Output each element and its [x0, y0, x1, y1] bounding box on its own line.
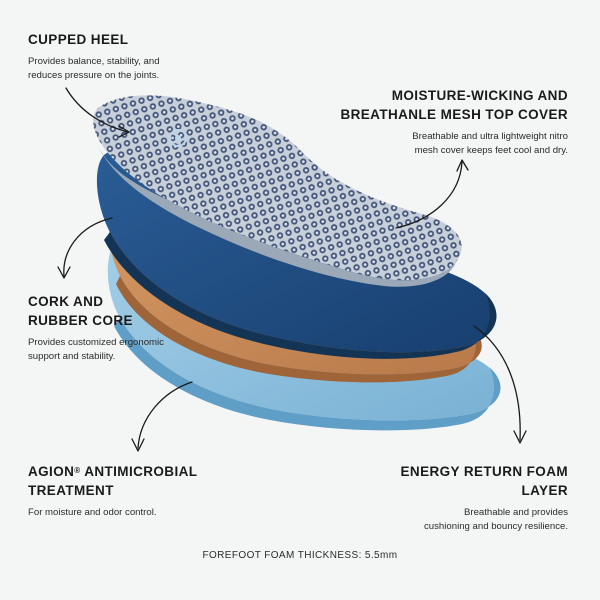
title-line: RUBBER CORE: [28, 313, 133, 328]
arrow-cork-core-icon: [57, 217, 113, 279]
description-line: mesh cover keeps feet cool and dry.: [414, 144, 568, 156]
arrow-cupped-heel-icon: [65, 87, 130, 138]
callout-cork-rubber-core: CORK AND RUBBER CORE Provides customized…: [28, 292, 228, 363]
arrow-agion-icon: [131, 381, 193, 452]
callout-title: ENERGY RETURN FOAM LAYER: [368, 462, 568, 500]
description-line: cushioning and bouncy resilience.: [424, 520, 568, 532]
callout-title: CUPPED HEEL: [28, 32, 129, 47]
callout-title: AGION® ANTIMICROBIAL TREATMENT: [28, 462, 228, 500]
callout-agion-treatment: AGION® ANTIMICROBIAL TREATMENT For moist…: [28, 462, 228, 520]
description-line: Breathable and provides: [463, 507, 568, 518]
callout-title: CORK AND RUBBER CORE: [28, 292, 228, 330]
description-line: Breathable and ultra lightweight nitro: [412, 131, 568, 142]
callout-cupped-heel: CUPPED HEEL Provides balance, stability,…: [28, 30, 218, 82]
callout-description: For moisture and odor control.: [28, 506, 228, 520]
arrow-energy-foam-icon: [473, 325, 527, 444]
callout-title: MOISTURE-WICKING AND BREATHANLE MESH TOP…: [328, 86, 568, 124]
description-line: support and stability.: [28, 350, 116, 362]
callout-description: Breathable and provides cushioning and b…: [368, 506, 568, 533]
registered-mark: ®: [74, 466, 81, 475]
title-line: ENERGY RETURN FOAM: [400, 464, 568, 479]
brand-logo-icon: [169, 129, 187, 147]
callout-energy-return-foam: ENERGY RETURN FOAM LAYER Breathable and …: [368, 462, 568, 533]
title-suffix: ANTIMICROBIAL: [80, 464, 198, 479]
title-line: TREATMENT: [28, 483, 114, 498]
forefoot-thickness-note: FOREFOOT FOAM THICKNESS: 5.5mm: [202, 550, 398, 561]
description-line: Provides balance, stability, and: [28, 56, 160, 67]
description-line: For moisture and odor control.: [28, 507, 157, 518]
mesh-top-cover-layer: [93, 95, 462, 287]
callout-mesh-top-cover: MOISTURE-WICKING AND BREATHANLE MESH TOP…: [328, 86, 568, 157]
title-line: BREATHANLE MESH TOP COVER: [340, 107, 568, 122]
title-line: LAYER: [521, 483, 568, 498]
callout-description: Provides customized ergonomic support an…: [28, 336, 228, 363]
callout-description: Breathable and ultra lightweight nitro m…: [328, 130, 568, 157]
title-prefix: AGION: [28, 464, 75, 479]
title-line: MOISTURE-WICKING AND: [391, 88, 568, 103]
callout-description: Provides balance, stability, and reduces…: [28, 55, 218, 82]
title-line: CORK AND: [28, 294, 104, 309]
arrow-mesh-cover-icon: [395, 159, 469, 229]
description-line: reduces pressure on the joints.: [28, 69, 160, 81]
description-line: Provides customized ergonomic: [28, 337, 164, 348]
